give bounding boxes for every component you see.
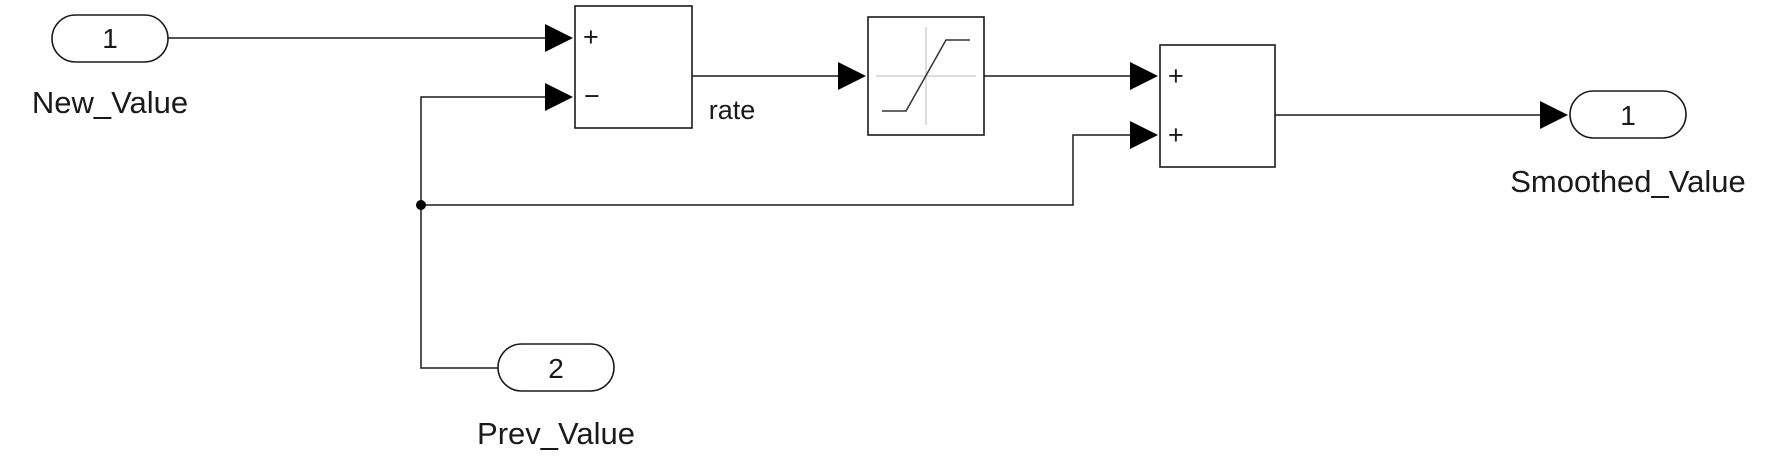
outport-1-label: Smoothed_Value bbox=[1510, 164, 1746, 199]
arrow-subtract-plus bbox=[545, 24, 573, 52]
arrow-outport-in bbox=[1540, 101, 1568, 129]
saturation-icon bbox=[876, 27, 976, 125]
arrow-saturation-in bbox=[838, 62, 866, 90]
subtract-sign-minus: − bbox=[584, 81, 600, 111]
signal-lines bbox=[168, 37, 1540, 369]
inport-1-number: 1 bbox=[102, 23, 118, 54]
branch-point bbox=[416, 200, 426, 210]
outport-1-number: 1 bbox=[1620, 100, 1636, 131]
subtract-sign-plus: + bbox=[583, 22, 599, 52]
add-sign-plus-2: + bbox=[1168, 120, 1184, 150]
arrow-heads bbox=[545, 24, 1568, 149]
signal-label-rate[interactable]: rate bbox=[709, 95, 756, 125]
add-block[interactable]: + + bbox=[1159, 44, 1276, 168]
inport-1-label: New_Value bbox=[32, 85, 188, 120]
wire-prev-value-trunk[interactable] bbox=[420, 96, 545, 369]
inport-2-label: Prev_Value bbox=[477, 416, 635, 451]
arrow-adder-in2 bbox=[1130, 121, 1158, 149]
saturation-block[interactable] bbox=[867, 16, 985, 136]
wire-prev-value-branch[interactable] bbox=[421, 134, 1130, 206]
inport-2[interactable]: 2 bbox=[497, 343, 615, 392]
outport-1[interactable]: 1 bbox=[1569, 90, 1687, 139]
subtract-block[interactable]: + − bbox=[574, 5, 693, 129]
arrow-adder-in1 bbox=[1130, 62, 1158, 90]
add-sign-plus-1: + bbox=[1168, 61, 1184, 91]
inport-2-number: 2 bbox=[548, 353, 564, 384]
arrow-subtract-minus bbox=[545, 83, 573, 111]
inport-1[interactable]: 1 bbox=[51, 14, 169, 63]
